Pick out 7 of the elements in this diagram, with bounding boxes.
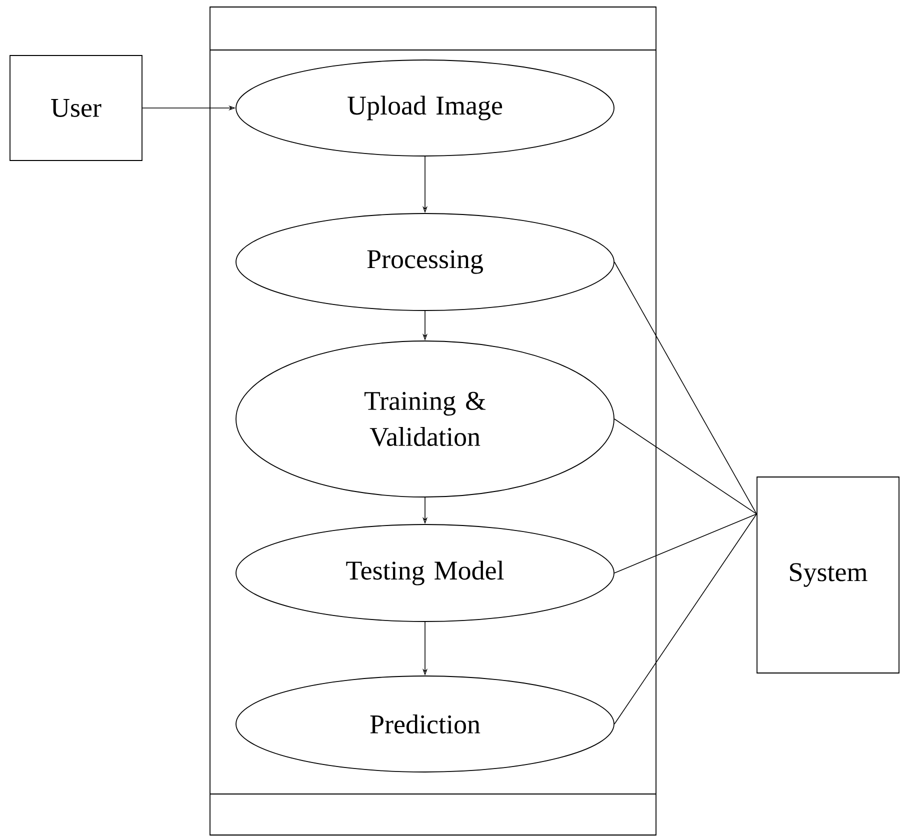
- actor-box: User: [10, 55, 142, 161]
- connector-line: [614, 514, 757, 724]
- connector-line: [614, 418, 757, 514]
- connector-line: [614, 514, 757, 574]
- actor-box: System: [756, 476, 900, 674]
- system-boundary-box: [210, 6, 656, 836]
- connector-line: [614, 262, 757, 514]
